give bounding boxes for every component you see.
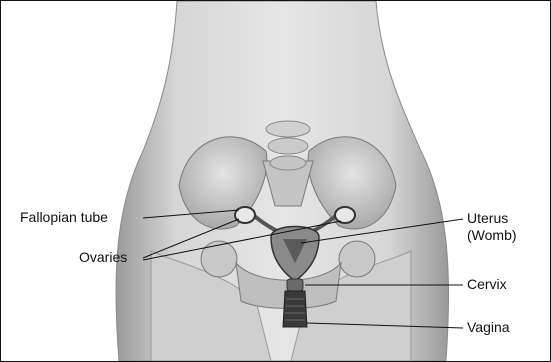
vertebra-2: [268, 138, 308, 154]
uterus-label: Uterus (Womb): [467, 210, 517, 244]
right-ovary: [335, 207, 355, 223]
left-femur-head: [201, 241, 237, 277]
cervix-label: Cervix: [467, 276, 507, 293]
cervix-shape: [287, 279, 303, 291]
uterus-label-line1: Uterus: [467, 210, 517, 227]
vagina-shape: [283, 291, 307, 327]
uterus-label-line2: (Womb): [467, 227, 517, 244]
vertebra-1: [266, 121, 310, 137]
vertebra-3: [270, 156, 306, 170]
ovaries-label: Ovaries: [79, 249, 127, 266]
vagina-label: Vagina: [467, 319, 510, 336]
right-femur-head: [339, 241, 375, 277]
fallopian-tube-label: Fallopian tube: [20, 209, 108, 226]
left-ovary: [235, 207, 255, 223]
